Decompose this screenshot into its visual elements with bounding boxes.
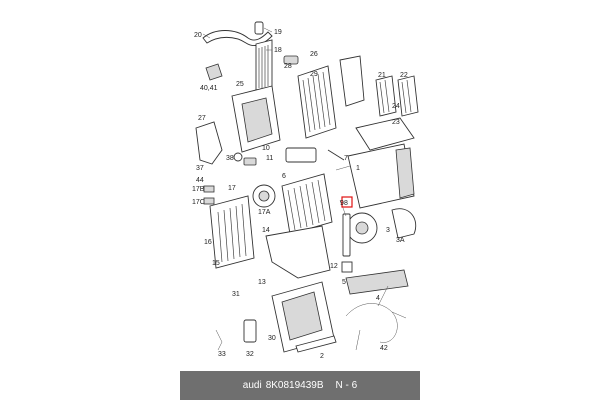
label-17B: 17B (192, 186, 205, 193)
part-wiring-harness (345, 285, 407, 351)
label-20: 20 (194, 32, 202, 39)
part-blower-housing (391, 208, 417, 239)
label-5: 5 (342, 279, 346, 286)
label-37: 37 (196, 165, 204, 172)
label-4: 4 (376, 295, 380, 302)
part-38 (233, 152, 243, 162)
label-18: 18 (274, 47, 282, 54)
part-duct-2 (295, 335, 337, 353)
label-21: 21 (378, 72, 386, 79)
part-upper-case (355, 117, 415, 151)
label-7: 7 (344, 155, 348, 162)
filter-21-22-ribs (379, 79, 412, 114)
label-3A: 3A (396, 237, 405, 244)
part-11 (285, 147, 317, 163)
position-code: N - 6 (335, 380, 358, 391)
label-19: 19 (274, 29, 282, 36)
brand-name: audi (242, 380, 262, 391)
label-22: 22 (400, 72, 408, 79)
label-13: 13 (258, 279, 266, 286)
part-clip (254, 21, 264, 35)
heat-exchanger-fins (217, 203, 247, 263)
part-filter-22 (397, 75, 419, 117)
label-15: 15 (212, 260, 220, 267)
part-10 (243, 157, 257, 166)
part-duct-14 (265, 225, 331, 279)
label-25: 25 (236, 81, 244, 88)
part-filter-21 (375, 75, 397, 117)
label-28: 28 (284, 63, 292, 70)
label-16: 16 (204, 239, 212, 246)
part-17B (203, 185, 215, 193)
label-9: 9 (340, 200, 344, 207)
part-hose (202, 30, 273, 47)
label-17C: 17C (192, 199, 205, 206)
part-clip-small (283, 55, 299, 65)
label-31: 31 (232, 291, 240, 298)
part-blower-hub (355, 221, 369, 235)
part-motor-hub (258, 190, 270, 202)
radiator-fins (287, 179, 326, 231)
label-27: 27 (198, 115, 206, 122)
part-evaporator (297, 65, 337, 139)
label-12: 12 (330, 263, 338, 270)
label-11: 11 (266, 155, 273, 162)
label-23: 23 (392, 119, 400, 126)
part-number: 8K0819439B (265, 380, 324, 391)
label-44: 44 (196, 177, 204, 184)
label-40-41: 40,41 (200, 85, 218, 92)
part-17C (203, 197, 215, 205)
label-14: 14 (262, 227, 270, 234)
part-seal-plate (345, 269, 409, 295)
label-32: 32 (246, 351, 254, 358)
part-12 (341, 261, 353, 273)
part-gasket-highlighted (342, 213, 351, 257)
label-17A: 17A (258, 209, 271, 216)
callout-labels: 20 19 18 40,41 25 26 28 29 21 22 23 24 2… (192, 29, 408, 360)
label-8: 8 (344, 200, 348, 207)
label-1: 1 (356, 165, 360, 172)
label-30: 30 (268, 335, 276, 342)
label-2: 2 (320, 353, 324, 360)
part-filter-panel (255, 39, 273, 93)
filter-ribs (258, 45, 269, 88)
part-servo (195, 121, 223, 165)
part-housing-side (395, 147, 415, 199)
label-29: 29 (310, 71, 318, 78)
label-17: 17 (228, 185, 236, 192)
label-24: 24 (392, 103, 400, 110)
label-10: 10 (262, 145, 270, 152)
label-42: 42 (380, 345, 388, 352)
part-info-bar: audi 8K0819439B N - 6 (180, 371, 420, 400)
part-bracket (339, 55, 365, 107)
label-33: 33 (218, 351, 226, 358)
part-frame-inner (241, 97, 273, 143)
label-6: 6 (282, 173, 286, 180)
label-26: 26 (310, 51, 318, 58)
part-rod-9 (327, 149, 345, 161)
part-32 (243, 319, 257, 343)
part-33 (215, 329, 223, 351)
highlight-box (341, 196, 353, 208)
label-3: 3 (386, 227, 390, 234)
evaporator-fins (302, 71, 331, 133)
label-38: 38 (226, 155, 234, 162)
part-lower-housing-inner (281, 291, 323, 341)
leader-lines (202, 27, 351, 217)
part-pad (205, 63, 223, 81)
